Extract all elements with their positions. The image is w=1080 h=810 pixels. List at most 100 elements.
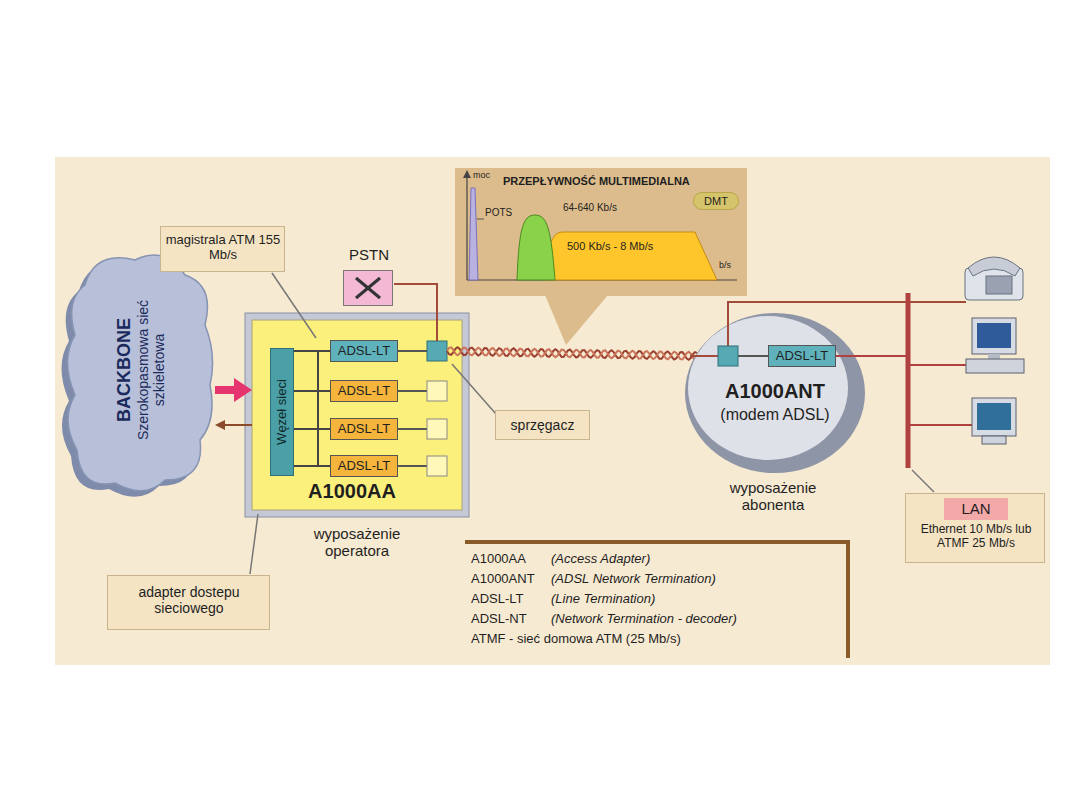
modem-oval-outline: [738, 355, 768, 357]
line-termination-box: ADSL-LT: [330, 455, 398, 477]
spectrum-panel-outline: [467, 176, 737, 280]
node-text: 500 Kb/s - 8 Mb/s: [567, 240, 697, 253]
spectrum-panel-outline: [517, 215, 555, 280]
spectrum-panel-outline: [469, 188, 478, 280]
lan-tag: LAN: [944, 498, 1008, 520]
lt-to-coupler-lines: [398, 465, 427, 467]
twisted-pair: [447, 347, 697, 360]
pstn-line: [394, 284, 437, 341]
leader-line: [452, 364, 496, 414]
twisted-pair: [447, 347, 697, 360]
node-text: BACKBONE: [114, 283, 135, 458]
spectrum-panel-outline: [477, 219, 484, 220]
node-text: PSTN: [334, 246, 404, 263]
node-text: sprzęgacz: [511, 417, 575, 433]
modem-oval-outline: [727, 308, 729, 346]
phone-line: [728, 302, 966, 308]
node-text: DMT: [704, 195, 728, 208]
line-termination-box: ADSL-LT: [330, 418, 398, 440]
modem-oval-outline: [690, 355, 718, 357]
computer-icon: [982, 436, 1006, 444]
access-adapter-housing: [252, 320, 462, 510]
network-node-bar: Węzeł sieci: [270, 348, 294, 476]
panel-background: [55, 157, 1050, 665]
node-text: ADSL-LT: [776, 349, 829, 364]
lt-to-coupler-lines: [398, 350, 427, 352]
modem-oval: A1000ANT(modem ADSL)ADSL-LT: [680, 308, 870, 476]
modem-oval-outline: [718, 346, 738, 366]
telephone-icon: [986, 276, 1012, 294]
rotated-text-group: BACKBONESzerokopasmowa sieć szkieletowa: [114, 283, 167, 458]
spectrum-panel-outline: [455, 168, 747, 296]
callout-box: Ethernet 10 Mb/s lub ATMF 25 Mb/s LAN: [905, 493, 1045, 563]
twisted-pair: [447, 347, 697, 360]
pstn-switch-box: PSTN: [343, 270, 393, 306]
computer-icon: [977, 403, 1011, 430]
modem-oval-outline: [836, 355, 870, 357]
line-termination-box: ADSL-LT: [768, 345, 836, 367]
coupler-square: [427, 381, 447, 401]
callout-pointer: [545, 295, 608, 345]
node-text: Węzeł sieci: [275, 379, 290, 445]
pstn-switch-box-outline: [344, 271, 394, 307]
coupler-square: [427, 456, 447, 476]
computer-icon: [977, 323, 1011, 348]
link-line: [294, 465, 330, 467]
leader-line: [250, 273, 934, 574]
pstn-switch-box-outline: [356, 278, 380, 298]
coupler-square: [427, 341, 447, 361]
node-text: (ADSL Network Termination): [551, 572, 841, 587]
signal-arrow: [215, 386, 234, 394]
spectrum-panel-outline: [463, 170, 471, 178]
lt-to-coupler-lines: [398, 351, 427, 466]
modem-lan-line: [868, 355, 908, 357]
node-text: ADSL-LT: [338, 459, 391, 474]
node-text: A1000AA: [471, 552, 549, 567]
node-text: 64-640 Kb/s: [563, 202, 655, 214]
computer-icon: [966, 318, 1024, 373]
computer-icon: [966, 359, 1024, 373]
callout-box: sprzęgacz: [495, 410, 590, 440]
lt-to-coupler-lines: [398, 428, 427, 430]
link-line: [294, 428, 330, 430]
pstn-switch-box-outline: [356, 278, 380, 298]
computer-icon: [972, 318, 1016, 354]
line-termination-box: ADSL-LT: [330, 380, 398, 402]
node-text: ADSL-LT: [338, 344, 391, 359]
access-adapter-housing: [245, 313, 469, 517]
node-text: ADSL-NT: [471, 612, 549, 627]
node-text: A1000AA: [272, 480, 432, 503]
node-text: ATMF - sieć domowa ATM (25 Mb/s): [471, 632, 841, 647]
node-text: Szerokopasmowa sieć szkieletowa: [134, 283, 166, 458]
leader-line: [272, 273, 316, 338]
backbone-cloud-outline: [68, 255, 213, 491]
caption-label: wyposażenie operatora: [287, 525, 427, 560]
telephone-icon: [968, 257, 1020, 276]
computer-icon: [988, 354, 1000, 359]
glossary-box: A1000AA(Access Adapter)A1000ANT(ADSL Net…: [465, 540, 850, 658]
access-adapter-box: A1000AAWęzeł sieciADSL-LTADSL-LTADSL-LTA…: [252, 320, 462, 510]
node-text: moc: [473, 170, 503, 180]
lan-drop-line: [908, 365, 972, 425]
node-text: Ethernet 10 Mb/s lub ATMF 25 Mb/s: [910, 523, 1042, 551]
callout-box: adapter dostepu sieciowego: [107, 575, 270, 630]
caption-label: wyposażenie abonenta: [705, 479, 841, 514]
node-text: A1000ANT: [471, 572, 549, 587]
node-text: ADSL-LT: [471, 592, 549, 607]
node-text: (Line Termination): [551, 592, 841, 607]
leader-line: [250, 514, 258, 574]
node-text: magistrala ATM 155 Mb/s: [163, 233, 283, 263]
signal-arrow: [225, 424, 252, 426]
node-text: (Access Adapter): [551, 552, 841, 567]
node-text: ADSL-LT: [338, 422, 391, 437]
node-text: ADSL-LT: [338, 384, 391, 399]
node-text: (modem ADSL): [680, 406, 870, 424]
node-text: PRZEPŁYWNOŚĆ MULTIMEDIALNA: [503, 175, 739, 188]
node-text: LAN: [961, 500, 990, 517]
lan-bus: [906, 293, 911, 468]
link-line: [294, 390, 330, 392]
coupler-square: [427, 341, 447, 476]
lt-to-coupler-lines: [398, 390, 427, 392]
